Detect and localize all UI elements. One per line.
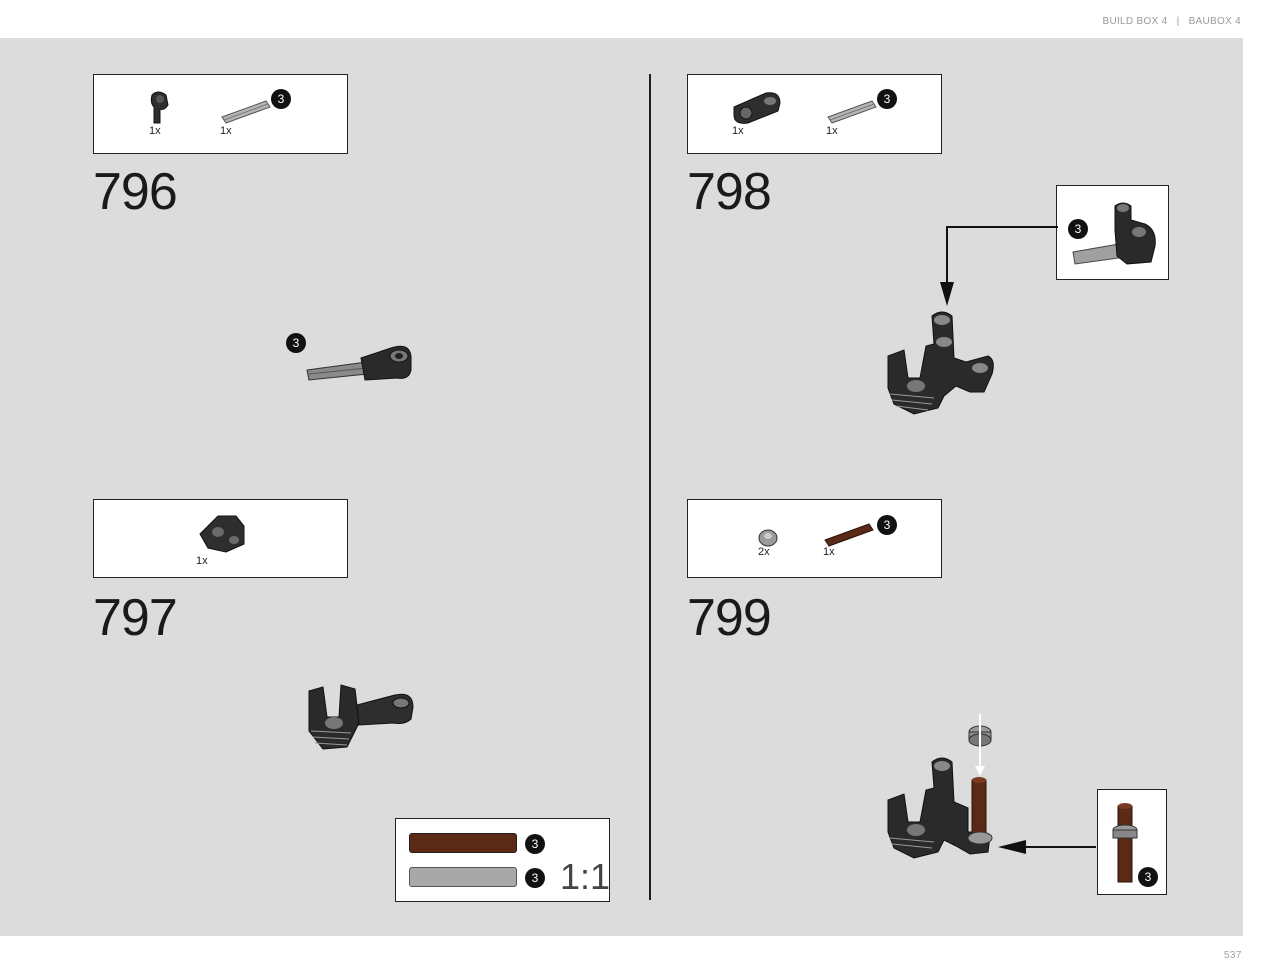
- length-badge: 3: [525, 834, 545, 854]
- length-badge: 3: [525, 868, 545, 888]
- bush-icon: [758, 529, 778, 547]
- page-header: BUILD BOX 4 | BAUBOX 4: [1099, 16, 1244, 27]
- part-qty: 1x: [149, 125, 161, 137]
- part-qty: 2x: [758, 546, 770, 558]
- assembly-799-illustration: [887, 714, 993, 859]
- scale-label: 1:1: [560, 856, 611, 897]
- part-qty: 1x: [732, 125, 744, 137]
- part-qty: 1x: [220, 125, 232, 137]
- brown-axle-with-bush-illustration: [1112, 803, 1150, 883]
- part-qty: 1x: [196, 555, 208, 567]
- step-number: 798: [687, 163, 772, 221]
- assembly-797-illustration: [308, 684, 414, 750]
- header-title-en: BUILD BOX 4: [1102, 16, 1168, 27]
- length-badge: 3: [1138, 867, 1158, 887]
- parts-list-799: 2x 1x 3: [687, 499, 942, 578]
- length-badge: 3: [1068, 219, 1088, 239]
- scale-reference-box: 3 3 1:1: [395, 818, 610, 902]
- header-title-de: BAUBOX 4: [1188, 16, 1241, 27]
- length-badge: 3: [286, 333, 306, 353]
- parts-list-797: 1x: [93, 499, 348, 578]
- callout-arrow: [940, 226, 1058, 306]
- brown-axle-icon: [824, 523, 874, 547]
- callout-arrow: [998, 840, 1096, 854]
- page-number: 537: [1223, 950, 1242, 961]
- header-separator: |: [1176, 16, 1180, 27]
- length-badge: 3: [877, 89, 897, 109]
- step-number: 799: [687, 589, 772, 647]
- sub-assembly-callout-798: 3: [1056, 185, 1169, 280]
- step-number: 796: [93, 163, 178, 221]
- parts-list-796: 1x 1x 3: [93, 74, 348, 154]
- sub-assembly-callout-799: 3: [1097, 789, 1167, 895]
- step-number: 797: [93, 589, 178, 647]
- axle-icon: [221, 100, 271, 124]
- column-divider: [649, 74, 651, 900]
- part-qty: 1x: [826, 125, 838, 137]
- axle-pin-connector-icon: [150, 91, 169, 124]
- parts-list-798: 1x 1x 3: [687, 74, 942, 154]
- perpendicular-connector-icon: [733, 92, 781, 124]
- length-badge: 3: [877, 515, 897, 535]
- grey-axle-scale-bar: [409, 867, 517, 887]
- length-badge: 3: [271, 89, 291, 109]
- assembly-798-illustration: [887, 311, 994, 415]
- instruction-page: [0, 38, 1243, 936]
- brown-axle-scale-bar: [409, 833, 517, 853]
- double-beam-connector-icon: [199, 515, 245, 553]
- sub-assembly-illustration: [1072, 202, 1156, 265]
- part-qty: 1x: [823, 546, 835, 558]
- axle-icon: [827, 100, 877, 124]
- assembly-796-illustration: [306, 345, 412, 381]
